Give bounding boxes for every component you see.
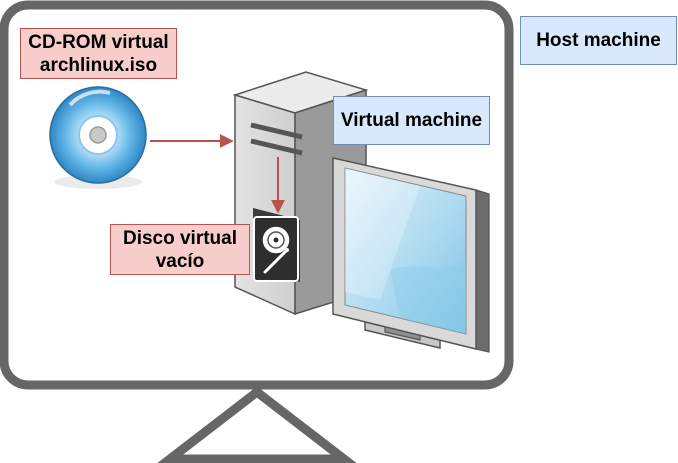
host-machine-text: Host machine <box>536 30 661 51</box>
hard-disk-icon <box>253 216 299 282</box>
cdrom-text: CD-ROM virtual archlinux.iso <box>28 31 169 76</box>
disk-text: Disco virtual vacío <box>122 227 238 272</box>
virtual-machine-text: Virtual machine <box>340 110 483 131</box>
cd-disc-icon <box>49 86 147 189</box>
cdrom-label: CD-ROM virtual archlinux.iso <box>20 28 177 79</box>
disk-label: Disco virtual vacío <box>110 224 250 275</box>
pc-monitor-icon <box>332 157 490 353</box>
virtual-machine-label: Virtual machine <box>333 96 490 145</box>
host-machine-label: Host machine <box>520 16 677 65</box>
